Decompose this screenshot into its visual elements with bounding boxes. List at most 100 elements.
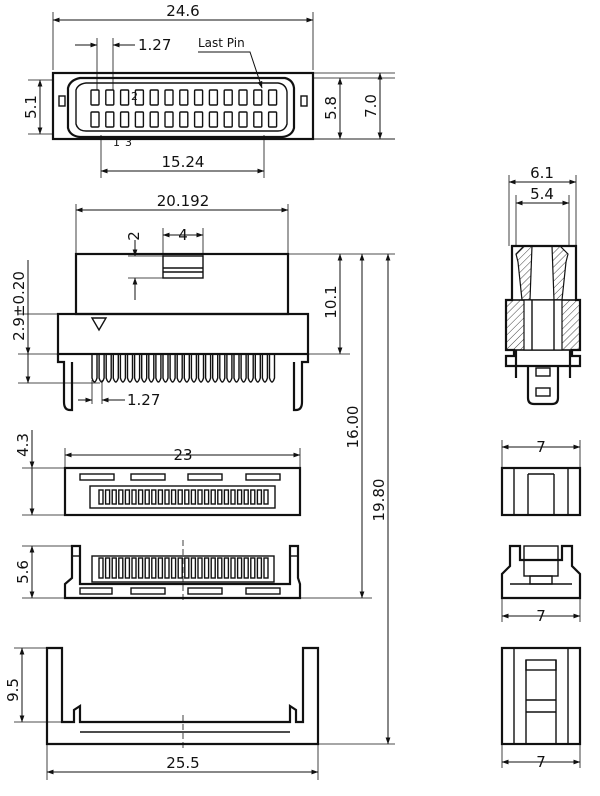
socket-contact [177, 489, 183, 505]
pin-lead [119, 354, 127, 383]
pin-slot [134, 89, 145, 106]
pin-lead [197, 354, 205, 383]
socket-contact [118, 489, 124, 505]
pin-lead [212, 354, 219, 383]
socket-side-slot [187, 587, 223, 595]
socket-side-slot [79, 587, 113, 595]
socket-contact [104, 489, 111, 505]
base-view: 9.5 25.5 [4, 138, 395, 780]
dim-height-16: 16.00 [344, 406, 362, 449]
pin-lead [176, 354, 183, 383]
socket-contact [250, 489, 256, 505]
socket-side-contact [157, 557, 164, 579]
pin-slot [193, 111, 204, 128]
pin-lead [148, 354, 155, 383]
pin-slot [179, 111, 189, 128]
socket-top-view: 23 4.3 [14, 430, 302, 517]
pin-lead [169, 354, 176, 383]
socket-contact [236, 489, 243, 505]
socket-top-slots [79, 473, 281, 509]
pin-slot [90, 111, 100, 128]
socket-side-contact [98, 557, 104, 579]
pin-lead [240, 354, 247, 383]
socket-contact [137, 489, 144, 505]
pin-slot [90, 89, 100, 106]
pin-slot [238, 89, 248, 106]
dim-latch-depth: 2 [125, 231, 143, 241]
dim-latch-width: 4 [178, 226, 188, 244]
socket-contact [243, 489, 249, 505]
socket-side-contact [250, 557, 256, 579]
socket-contact [184, 489, 190, 505]
socket-side-contact [210, 557, 216, 579]
pin-lead [254, 354, 261, 383]
pin-slot [223, 89, 233, 106]
socket-side-slot [130, 587, 166, 595]
socket-side-contact [151, 557, 157, 579]
dim-side-w1: 7 [536, 438, 546, 456]
socket-side-contact [144, 557, 150, 579]
pin-lead [112, 354, 119, 383]
socket-side-contact [190, 557, 197, 579]
side-view-2: 7 [500, 544, 582, 625]
socket-side-contact [263, 557, 269, 579]
socket-side-contact [111, 557, 117, 579]
socket-side-contact [137, 557, 144, 579]
front-view: 20.192 4 2 2.9±0.20 [10, 192, 395, 745]
socket-side-contact [118, 557, 124, 579]
side-view-1: 7 [500, 438, 582, 517]
socket-contact [223, 489, 230, 505]
pin-slot [253, 89, 263, 106]
pin-slot [149, 111, 159, 128]
socket-contact [131, 489, 137, 505]
top-pin-slots [90, 89, 278, 128]
socket-contact [157, 489, 164, 505]
socket-side-contact [177, 557, 183, 579]
pin-slot [149, 89, 159, 106]
pin-lead [162, 354, 169, 383]
pin-lead [190, 354, 198, 383]
dim-side-tolerance: 2.9±0.20 [10, 271, 28, 341]
pin-lead [133, 354, 141, 383]
dim-base-height: 9.5 [4, 678, 22, 702]
dim-socket-h1: 4.3 [14, 433, 32, 457]
pin-3-mark: 3 [125, 136, 132, 149]
pin-lead [183, 354, 190, 383]
socket-contact [98, 489, 104, 505]
pin-slot [164, 89, 174, 106]
pin-slot [164, 111, 174, 128]
pin-lead [155, 354, 162, 383]
pin-lead [141, 354, 148, 383]
socket-contact [170, 489, 177, 505]
dim-side-w2: 7 [536, 607, 546, 625]
socket-slot [79, 473, 115, 481]
dim-top-width: 24.6 [166, 2, 199, 20]
pin-slot [267, 111, 278, 128]
socket-side-contact [131, 557, 137, 579]
last-pin-label: Last Pin [198, 36, 245, 50]
pin-slot [134, 111, 145, 128]
pin-2-mark: 2 [131, 90, 138, 103]
pin-slot [119, 111, 130, 128]
socket-side-contact [223, 557, 230, 579]
socket-contact [197, 489, 203, 505]
dim-socket-h2: 5.6 [14, 560, 32, 584]
pin-slot [105, 111, 115, 128]
socket-side-contact [236, 557, 243, 579]
dim-pitch-bottom: 1.27 [127, 391, 160, 409]
pin-1-mark: 1 [113, 136, 120, 149]
socket-side-contact [104, 557, 111, 579]
socket-side-contact [197, 557, 203, 579]
pin-lead [98, 354, 105, 383]
dim-side-w3: 7 [536, 753, 546, 771]
pin-slot [267, 89, 278, 106]
socket-side-view: 5.6 [14, 540, 302, 600]
socket-contact [144, 489, 150, 505]
socket-slot [130, 473, 166, 481]
socket-contact-frame [89, 485, 276, 509]
dim-base-width: 25.5 [166, 754, 199, 772]
dim-right-outer: 7.0 [362, 94, 380, 118]
socket-contact [217, 489, 223, 505]
socket-contact [210, 489, 216, 505]
